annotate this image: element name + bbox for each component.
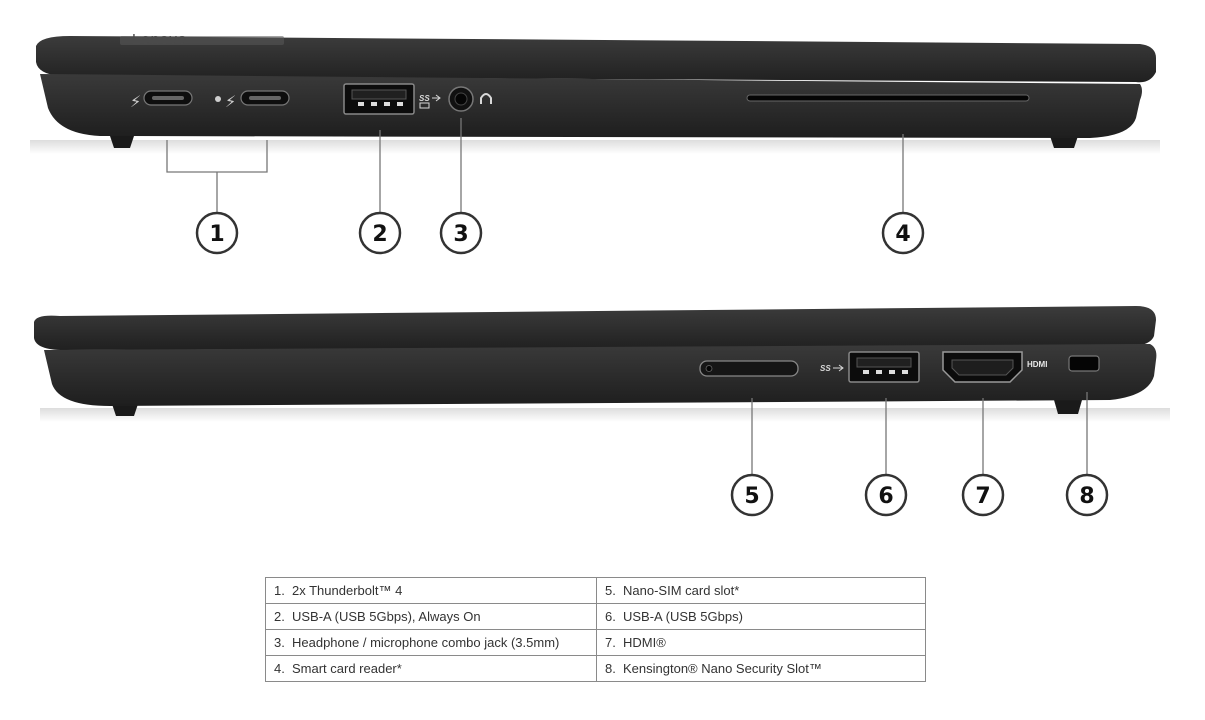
hdmi-label: HDMI xyxy=(1027,360,1047,369)
table-row: 2.USB-A (USB 5Gbps), Always On 6.USB-A (… xyxy=(265,603,926,630)
rubber-foot xyxy=(112,404,138,416)
rubber-foot xyxy=(1050,136,1078,148)
headset-icon xyxy=(480,93,492,104)
kensington-security-slot xyxy=(1068,355,1100,372)
battery-icon xyxy=(419,102,430,109)
table-cell: 3.Headphone / microphone combo jack (3.5… xyxy=(265,629,597,656)
smart-card-slot xyxy=(746,94,1030,102)
callout-2: 2 xyxy=(358,211,402,255)
laptop-lid xyxy=(36,36,1156,83)
table-row: 3.Headphone / microphone combo jack (3.5… xyxy=(265,629,926,656)
table-cell: 4.Smart card reader* xyxy=(265,655,597,682)
lenovo-logo: Lenovo xyxy=(132,31,187,48)
laptop-left-side: Lenovo ⚡ ⚡ SS xyxy=(30,31,1160,154)
superspeed-icon: SS xyxy=(820,364,831,373)
laptop-right-side: SS HDMI xyxy=(34,306,1170,422)
laptop-lid xyxy=(34,306,1156,350)
laptop-base xyxy=(40,74,1142,138)
svg-text:6: 6 xyxy=(878,484,893,509)
svg-text:3: 3 xyxy=(453,222,468,247)
svg-text:2: 2 xyxy=(372,222,387,247)
svg-text:1: 1 xyxy=(209,222,224,247)
svg-text:7: 7 xyxy=(975,484,990,509)
callout-1: 1 xyxy=(195,211,239,255)
table-cell: 7.HDMI® xyxy=(596,629,926,656)
table-row: 1.2x Thunderbolt™ 4 5.Nano-SIM card slot… xyxy=(265,577,926,604)
thunderbolt-port-group: ⚡ ⚡ xyxy=(130,90,290,111)
nano-sim-slot xyxy=(699,360,799,377)
svg-text:8: 8 xyxy=(1079,484,1094,509)
callout-8: 8 xyxy=(1065,473,1109,517)
table-cell: 8.Kensington® Nano Security Slot™ xyxy=(596,655,926,682)
callout-6: 6 xyxy=(864,473,908,517)
callout-4: 4 xyxy=(881,211,925,255)
laptop-port-illustration: Lenovo ⚡ ⚡ SS xyxy=(30,31,1170,517)
hdmi-port xyxy=(942,351,1023,383)
usb-a-port-always-on xyxy=(343,83,415,115)
table-row: 4.Smart card reader* 8.Kensington® Nano … xyxy=(265,655,926,682)
audio-combo-jack xyxy=(448,86,474,112)
svg-text:5: 5 xyxy=(744,484,759,509)
callout-3: 3 xyxy=(439,211,483,255)
callout-lines-top xyxy=(166,118,904,212)
svg-text:4: 4 xyxy=(895,222,910,247)
callout-5: 5 xyxy=(730,473,774,517)
superspeed-icon: SS xyxy=(419,94,430,103)
rubber-foot xyxy=(110,136,134,148)
callout-lines-bottom xyxy=(751,392,1088,474)
table-cell: 2.USB-A (USB 5Gbps), Always On xyxy=(265,603,597,630)
table-cell: 5.Nano-SIM card slot* xyxy=(596,577,926,604)
usb-a-port xyxy=(848,351,920,383)
port-legend-table: 1.2x Thunderbolt™ 4 5.Nano-SIM card slot… xyxy=(265,577,926,682)
callout-7: 7 xyxy=(961,473,1005,517)
thunderbolt-icon: ⚡ xyxy=(130,92,141,111)
charging-led xyxy=(215,96,221,102)
thunderbolt-icon: ⚡ xyxy=(225,92,236,111)
table-cell: 1.2x Thunderbolt™ 4 xyxy=(265,577,597,604)
table-cell: 6.USB-A (USB 5Gbps) xyxy=(596,603,926,630)
rubber-foot xyxy=(1054,400,1082,414)
